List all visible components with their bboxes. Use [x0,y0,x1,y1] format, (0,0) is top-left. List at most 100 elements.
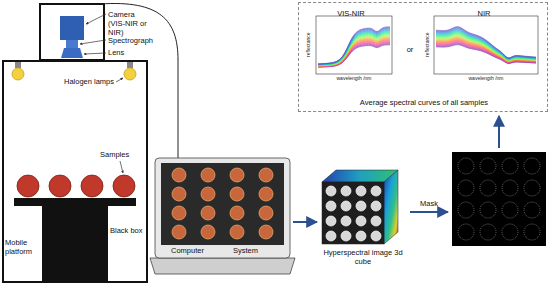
mask-sample [502,158,518,174]
spectral-curve [436,28,536,58]
screen-sample [230,187,244,201]
mask-sample [458,202,474,218]
mask-sample [524,158,540,174]
spectral-curve [436,32,536,60]
cube-sample [326,201,336,211]
plot-axes [434,16,538,74]
screen-sample [201,168,215,182]
mobile-platform [42,206,108,283]
screen-sample [172,225,186,239]
axis-title: reflectance [425,30,431,60]
process-arrow [410,211,448,213]
cube-samples [326,186,381,241]
leader-line [86,14,106,24]
mask-sample [502,224,518,240]
cube-sample [326,216,336,226]
spectral-curve [436,29,536,58]
lens-symbol [61,48,83,58]
screen-sample [172,187,186,201]
part-label: System [233,246,283,255]
cube-sample [341,201,351,211]
hyperspectral-cube: Hyperspectral image 3d cube [318,168,408,276]
cube-side [384,170,398,244]
part-label: Lens [108,48,138,57]
leader-line [120,161,123,173]
screen-sample [230,225,244,239]
part-label: Black box [110,226,148,235]
samples [17,175,135,197]
leader-line [80,40,106,44]
cube-sample [341,231,351,241]
screen-sample [201,206,215,220]
mask-sample [458,158,474,174]
cube-sample [371,216,381,226]
step-label: Mask [414,199,444,208]
cube-sample [371,231,381,241]
process-arrow [498,116,500,148]
cube-sample [341,216,351,226]
connector-word: or [397,45,423,54]
screen-sample [172,206,186,220]
halogen-lamp [12,68,24,80]
lamp-base [15,62,21,68]
cube-sample [356,201,366,211]
spectral-curve [318,28,390,64]
screen-sample [259,225,273,239]
laptop-screen [161,163,284,245]
tomato-sample [113,175,135,197]
process-arrow [293,221,317,223]
plot-title: NIR [425,9,543,18]
spectral-curve [318,29,390,64]
spectra-panel: orAverage spectral curves of all samples… [298,2,548,112]
panel-caption: Average spectral curves of all samples [299,98,549,107]
mask-image [452,152,546,246]
spectral-curve [318,28,390,64]
cube-sample [371,201,381,211]
mask-sample [524,224,540,240]
screen-samples [172,168,273,239]
spectral-curve [436,30,536,59]
mask-sample [502,202,518,218]
camera-symbol [60,16,84,40]
cube-sample [326,186,336,196]
spectral-curve [436,27,536,58]
mask-sample [524,202,540,218]
spectrograph-symbol [66,40,78,48]
tomato-sample [81,175,103,197]
spectral-curve [436,29,536,59]
cube-sample [371,186,381,196]
part-label: Camera (VIS-NIR or NIR) [108,10,152,37]
mask-sample [458,224,474,240]
computer: ComputerSystem [153,158,292,276]
screen-sample [172,168,186,182]
mask-sample [480,180,496,196]
spectral-curve [318,27,390,64]
cube-sample [341,186,351,196]
mask-samples [458,158,540,240]
laptop-bezel [155,158,290,258]
sample-tray [14,198,136,206]
tomato-sample [17,175,39,197]
leader-line [116,78,123,82]
spectral-curve [318,27,390,64]
screen-sample [259,187,273,201]
spectral-curves [318,27,536,68]
spectral-curve [436,31,536,59]
tomato-sample [49,175,71,197]
part-label: Spectrograph [108,36,156,45]
part-label: Halogen lamps [64,77,116,86]
screen-sample [201,225,215,239]
plot-title: VIS-NIR [305,9,397,18]
mask-sample [502,180,518,196]
screen-sample [230,168,244,182]
cube-front [322,182,384,244]
axis-title: reflectance [306,30,312,60]
mask-sample [480,202,496,218]
spectral-curve [436,28,536,58]
screen-sample [259,168,273,182]
spectral-curve [436,32,536,59]
screen-sample [259,206,273,220]
spectral-curve [436,31,536,59]
halogen-lamp [124,68,136,80]
